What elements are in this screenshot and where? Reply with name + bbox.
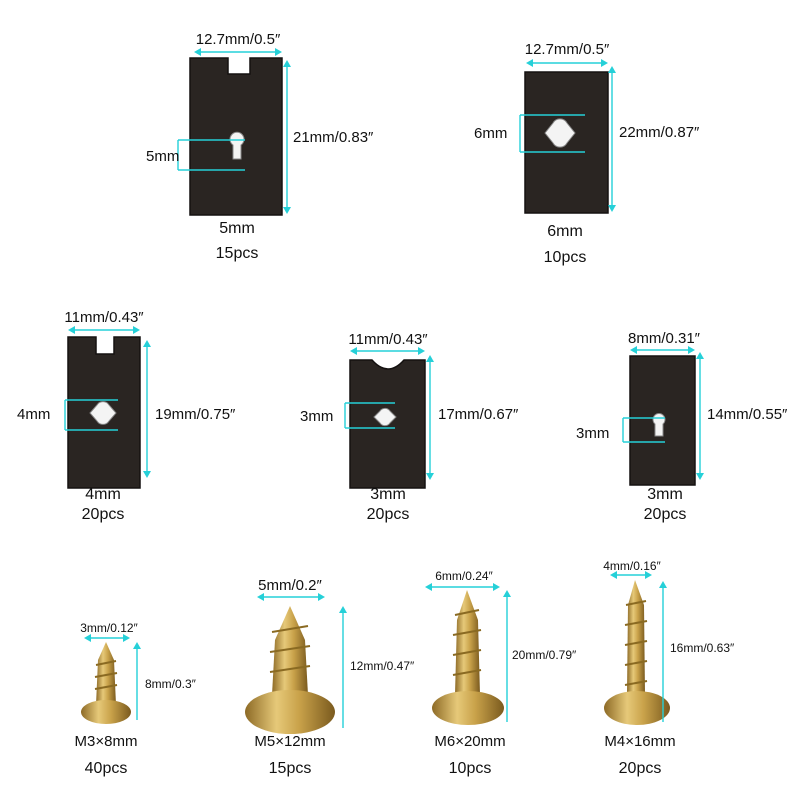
clip-size-label: 3mm bbox=[647, 486, 683, 503]
clip-height-label: 19mm/0.75″ bbox=[155, 406, 236, 423]
clip-hole-label: 3mm bbox=[300, 408, 333, 425]
clip-size-label: 5mm bbox=[219, 220, 255, 237]
screw-size-label: M6×20mm bbox=[434, 733, 505, 750]
screw-shank bbox=[627, 580, 645, 695]
screw-width-label: 6mm/0.24″ bbox=[435, 569, 493, 583]
screw-shank bbox=[455, 590, 480, 695]
clip-height-label: 21mm/0.83″ bbox=[293, 129, 374, 146]
clip-width-label: 11mm/0.43″ bbox=[64, 309, 144, 326]
screw-qty-label: 15pcs bbox=[269, 760, 312, 777]
clip-hole-label: 4mm bbox=[17, 406, 50, 423]
screw-qty-label: 10pcs bbox=[449, 760, 492, 777]
screw-height-label: 16mm/0.63″ bbox=[670, 641, 735, 655]
screw-size-label: M4×16mm bbox=[604, 733, 675, 750]
clip-hole bbox=[544, 118, 576, 148]
clip-hole-label: 5mm bbox=[146, 148, 179, 165]
clip-qty-label: 15pcs bbox=[216, 245, 259, 262]
clip-5mm: 12.7mm/0.5″ 21mm/0.83″ 5mm 5mm 15pcs bbox=[146, 31, 374, 262]
clip-width-label: 11mm/0.43″ bbox=[348, 331, 428, 348]
clip-qty-label: 20pcs bbox=[367, 506, 410, 523]
clip-hole-label: 3mm bbox=[576, 425, 609, 442]
screw-height-label: 20mm/0.79″ bbox=[512, 648, 577, 662]
screw-head bbox=[245, 690, 335, 734]
screw-height-label: 12mm/0.47″ bbox=[350, 659, 415, 673]
screw-size-label: M5×12mm bbox=[254, 733, 325, 750]
screw-height-label: 8mm/0.3″ bbox=[145, 677, 197, 691]
clip-size-label: 6mm bbox=[547, 223, 583, 240]
screw-size-label: M3×8mm bbox=[75, 733, 138, 750]
clip-hole-label: 6mm bbox=[474, 125, 507, 142]
clip-width-label: 12.7mm/0.5″ bbox=[196, 31, 281, 48]
screw-width-label: 5mm/0.2″ bbox=[258, 577, 322, 594]
screw-m6x20: 6mm/0.24″ 20mm/0.79″ M6×20mm 10pcs bbox=[425, 569, 577, 777]
screw-qty-label: 20pcs bbox=[619, 760, 662, 777]
screw-head bbox=[604, 691, 670, 725]
screw-head bbox=[81, 700, 131, 724]
clip-qty-label: 20pcs bbox=[82, 506, 125, 523]
clip-width-label: 8mm/0.31″ bbox=[628, 330, 701, 347]
screw-width-label: 4mm/0.16″ bbox=[603, 559, 661, 573]
clip-height-label: 17mm/0.67″ bbox=[438, 406, 519, 423]
screw-m3x8: 3mm/0.12″ 8mm/0.3″ M3×8mm 40pcs bbox=[75, 621, 197, 777]
clip-hole bbox=[89, 401, 117, 425]
screw-width-label: 3mm/0.12″ bbox=[80, 621, 138, 635]
clip-3mm-a: 11mm/0.43″ 17mm/0.67″ 3mm 3mm 20pcs bbox=[300, 331, 519, 523]
clip-6mm: 12.7mm/0.5″ 22mm/0.87″ 6mm 6mm 10pcs bbox=[474, 41, 700, 266]
clip-width-label: 12.7mm/0.5″ bbox=[525, 41, 610, 58]
clip-3mm-b: 8mm/0.31″ 14mm/0.55″ 3mm 3mm 20pcs bbox=[576, 330, 788, 523]
clip-qty-label: 10pcs bbox=[544, 249, 587, 266]
clip-size-label: 4mm bbox=[85, 486, 121, 503]
screw-qty-label: 40pcs bbox=[85, 760, 128, 777]
clip-hole bbox=[373, 407, 397, 427]
clip-4mm: 11mm/0.43″ 19mm/0.75″ 4mm 4mm 20pcs bbox=[17, 309, 236, 523]
screw-shank bbox=[96, 642, 116, 705]
screw-head bbox=[432, 691, 504, 725]
screw-m4x16: 4mm/0.16″ 16mm/0.63″ M4×16mm 20pcs bbox=[603, 559, 735, 777]
clip-size-label: 3mm bbox=[370, 486, 406, 503]
clip-height-label: 14mm/0.55″ bbox=[707, 406, 788, 423]
clip-height-label: 22mm/0.87″ bbox=[619, 124, 700, 141]
clip-hole bbox=[652, 413, 666, 437]
clip-qty-label: 20pcs bbox=[644, 506, 687, 523]
screw-m5x12: 5mm/0.2″ 12mm/0.47″ M5×12mm 15pcs bbox=[245, 577, 415, 777]
